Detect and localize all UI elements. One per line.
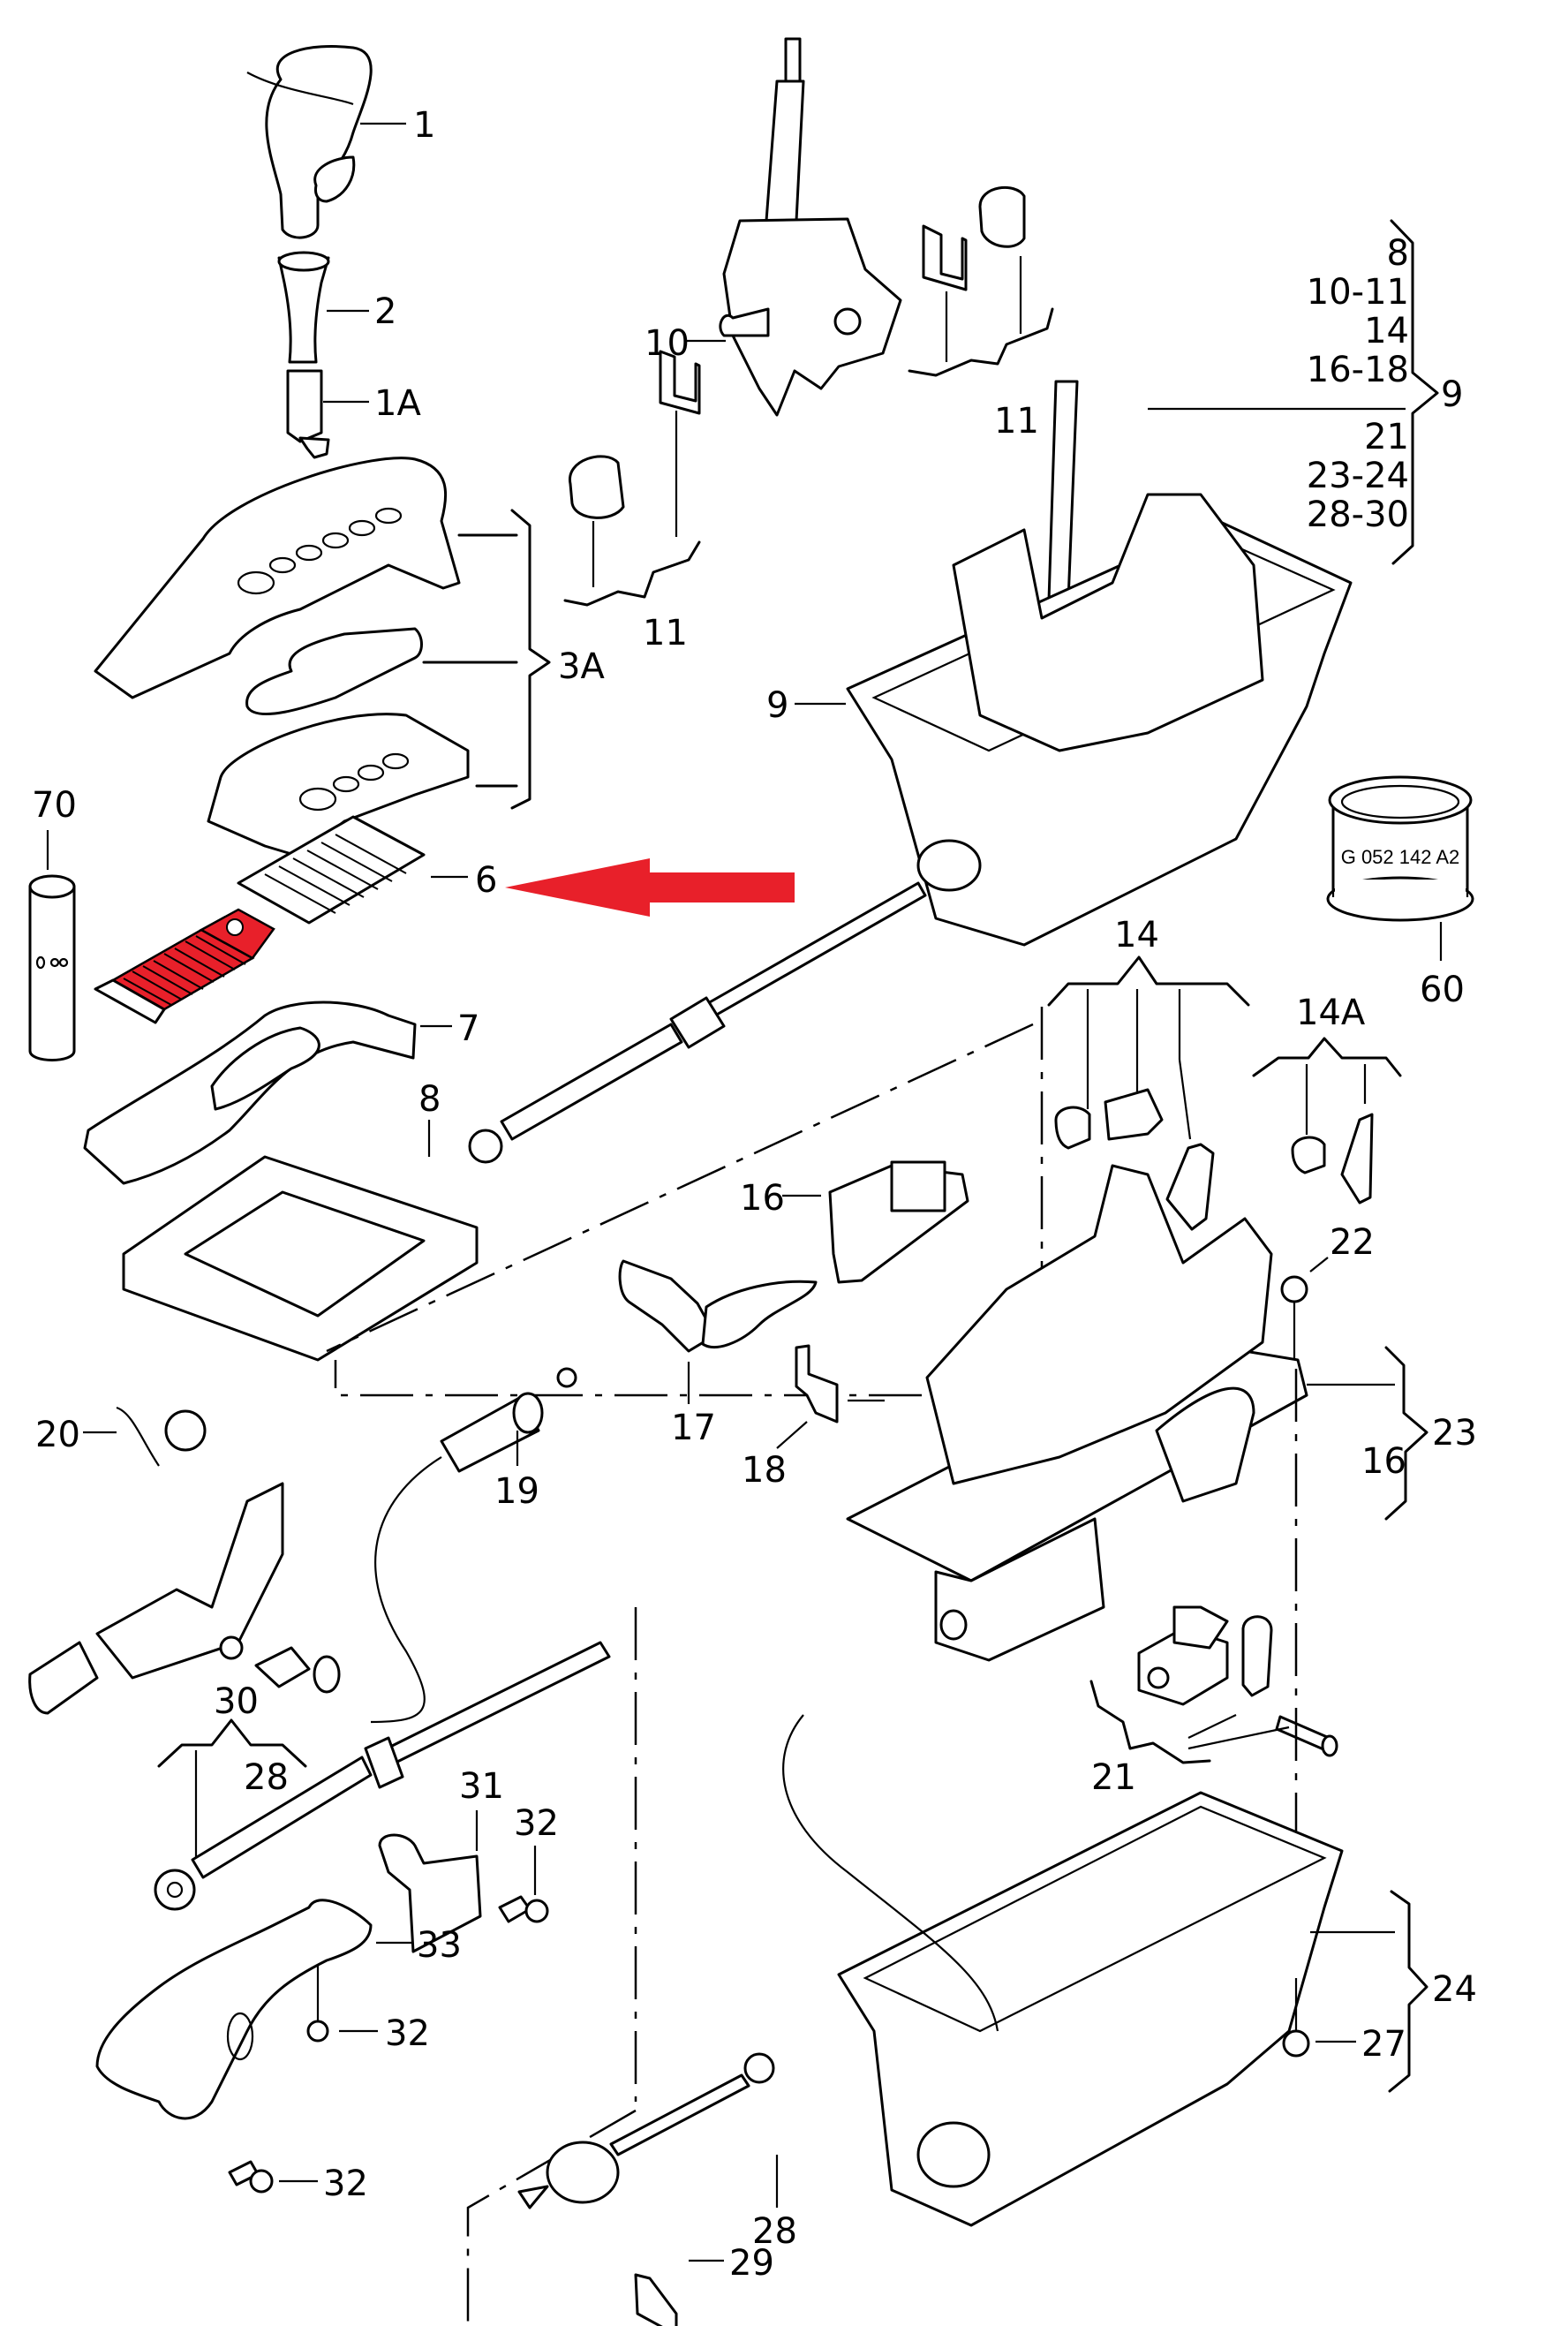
part-31-bracket[interactable] (378, 1833, 482, 1953)
part-6-highlighted[interactable] (94, 815, 426, 1024)
part-9-housing[interactable] (846, 380, 1353, 947)
part-7-trim[interactable] (83, 1001, 417, 1185)
label-9-group: 9 (1441, 374, 1463, 415)
part-gate-insert[interactable] (207, 713, 470, 858)
label-11-left: 11 (643, 613, 688, 653)
part-19-cable-end[interactable] (440, 1367, 577, 1473)
label-1: 1 (413, 105, 435, 146)
part-29-clip[interactable] (634, 2273, 678, 2326)
part-cable-boot[interactable] (517, 2052, 775, 2209)
label-27: 27 (1361, 2024, 1406, 2065)
label-16-sub: 16 (1361, 1441, 1406, 1482)
part-11-clip-right[interactable] (922, 185, 1026, 291)
label-31: 31 (459, 1766, 504, 1807)
group-9-list: 8 10-11 14 16-18 21 23-24 28-30 (1307, 233, 1409, 535)
label-32-b: 32 (385, 2013, 430, 2054)
part-23-housing[interactable] (846, 1164, 1308, 1662)
part-20-cable-tie[interactable] (116, 1406, 207, 1467)
part-22-nut[interactable] (1280, 1275, 1308, 1360)
label-22: 22 (1330, 1222, 1375, 1263)
part-16-bracket[interactable] (828, 1160, 969, 1284)
label-28-cable: 28 (244, 1757, 289, 1798)
label-17: 17 (671, 1408, 716, 1448)
part-18-spring[interactable] (795, 1344, 839, 1424)
label-30: 30 (214, 1681, 259, 1722)
part-knob[interactable] (246, 45, 373, 239)
label-18: 18 (742, 1450, 787, 1491)
part-8-frame[interactable] (122, 1155, 479, 1362)
label-60: 60 (1420, 970, 1465, 1010)
part-sleeve[interactable] (277, 251, 330, 364)
label-14a: 14A (1296, 993, 1366, 1033)
label-24: 24 (1432, 1969, 1477, 2010)
label-14: 14 (1114, 915, 1159, 955)
part-cable-upper[interactable] (468, 881, 927, 1164)
part-21-solenoid[interactable] (1137, 1605, 1338, 1757)
part-32-bolt-c[interactable] (228, 2160, 274, 2194)
part-30-shift-cable[interactable] (154, 1641, 611, 1911)
part-gate-cover[interactable] (94, 457, 461, 699)
part-32-bolt-a[interactable] (498, 1895, 549, 1923)
part-17-lever[interactable] (618, 1259, 818, 1353)
label-2: 2 (374, 291, 396, 332)
group9-item: 10-11 (1307, 272, 1409, 313)
label-28-lower: 28 (752, 2211, 797, 2252)
label-23: 23 (1432, 1413, 1477, 1454)
group9-item: 23-24 (1307, 456, 1409, 496)
group9-item: 8 (1387, 233, 1409, 274)
part-33-bracket[interactable] (95, 1899, 373, 2120)
part-14-clips[interactable] (1054, 1088, 1215, 1231)
part-32-bolt-b[interactable] (306, 1966, 329, 2043)
group9-item: 21 (1364, 417, 1409, 457)
group9-item: 16-18 (1307, 350, 1409, 390)
label-29: 29 (729, 2243, 774, 2284)
label-21: 21 (1091, 1757, 1136, 1798)
label-1a: 1A (374, 383, 421, 424)
label-11-right: 11 (994, 401, 1039, 442)
label-32-c: 32 (323, 2164, 368, 2204)
part-27-nut[interactable] (1282, 1978, 1310, 2058)
group9-item: 14 (1364, 311, 1409, 351)
sleeve-marking: G 052 142 A2 (1341, 846, 1460, 868)
label-19: 19 (494, 1471, 539, 1512)
part-10-lever[interactable] (719, 37, 902, 417)
part-11-clip-left[interactable] (569, 350, 701, 519)
highlight-arrow (505, 858, 795, 917)
label-20: 20 (35, 1415, 80, 1455)
group9-item: 28-30 (1307, 495, 1409, 535)
label-9: 9 (766, 685, 788, 726)
label-8: 8 (418, 1079, 441, 1120)
label-3a: 3A (558, 646, 605, 687)
label-32-a: 32 (514, 1803, 559, 1844)
part-14a-clips[interactable] (1291, 1113, 1374, 1205)
label-33: 33 (417, 1925, 462, 1966)
label-6: 6 (475, 860, 497, 901)
label-70: 70 (32, 785, 77, 826)
part-ignition-lock[interactable] (28, 1482, 341, 1715)
label-7: 7 (457, 1008, 479, 1049)
part-gate-plate[interactable] (245, 627, 423, 715)
part-1a-insert[interactable] (286, 369, 330, 459)
part-60-sleeve[interactable]: G 052 142 A2 (1326, 775, 1474, 922)
part-24-lower-housing[interactable] (837, 1791, 1344, 2227)
label-16: 16 (740, 1178, 785, 1219)
part-70-tube[interactable] (28, 874, 76, 1061)
